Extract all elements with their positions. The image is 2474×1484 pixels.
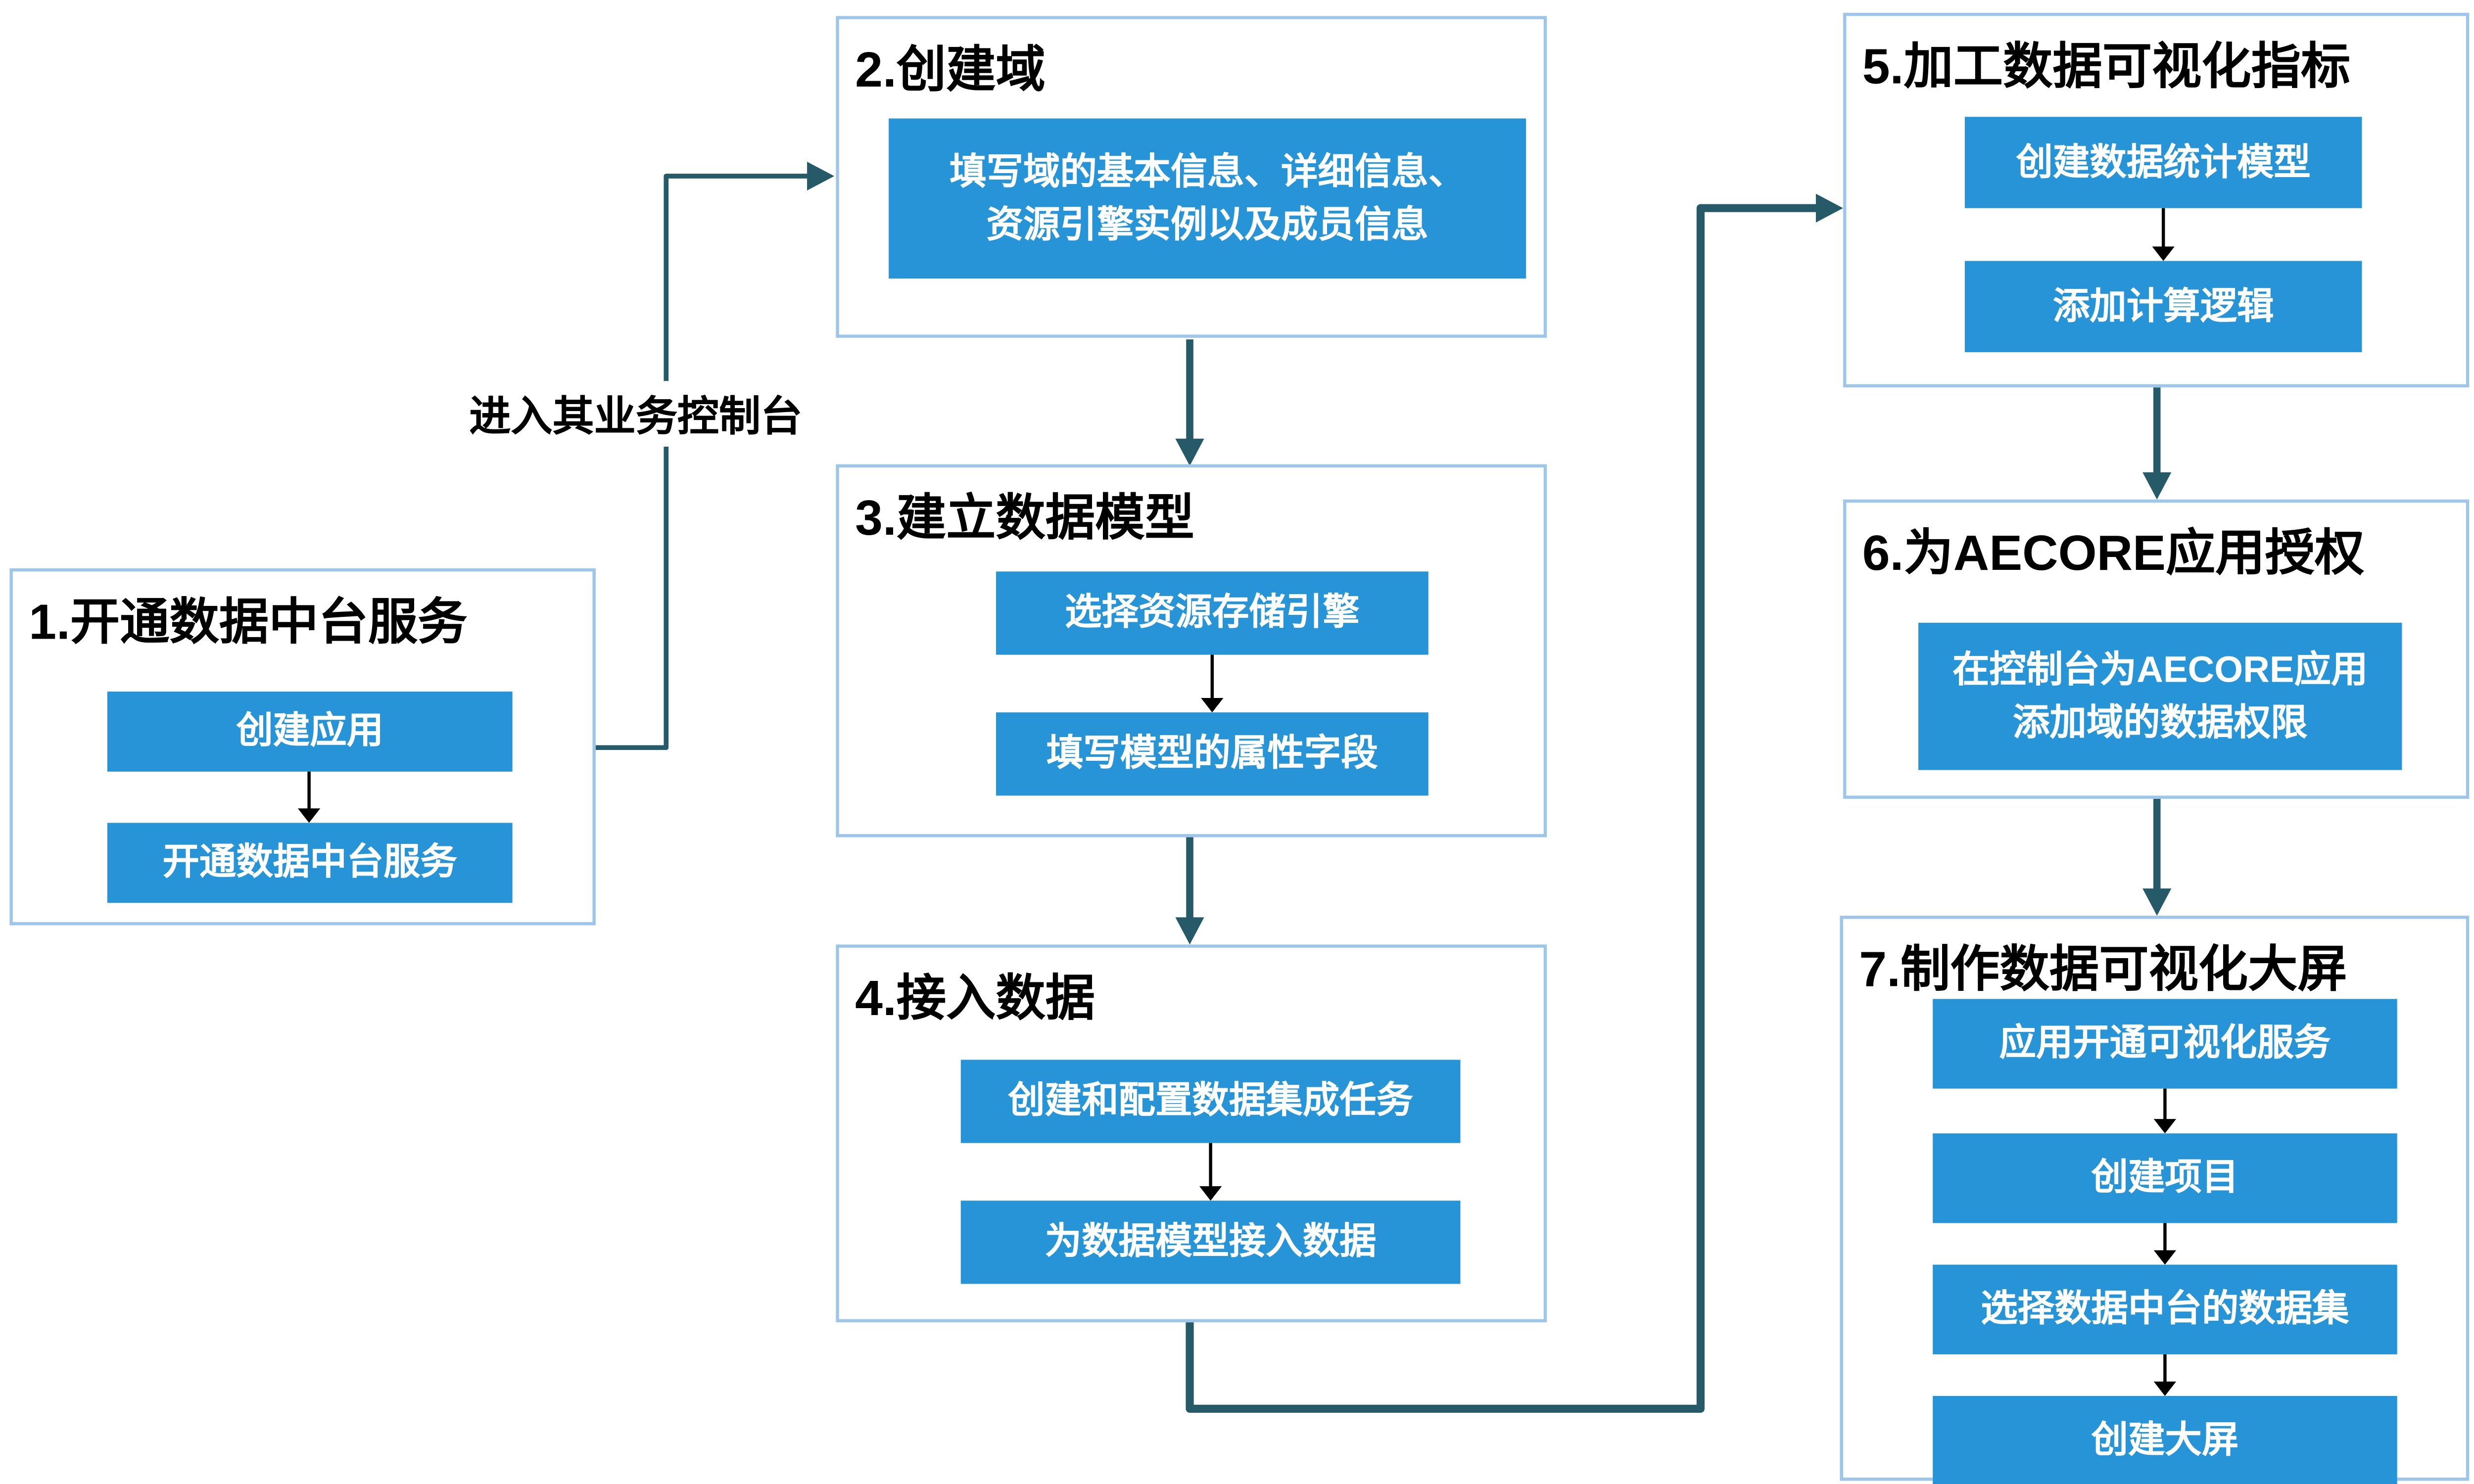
arrowhead-6-to-7-icon xyxy=(2142,888,2172,916)
group-7-title: 7.制作数据可视化大屏 xyxy=(1859,941,2347,998)
arrow-head xyxy=(2153,1250,2177,1265)
step-fill-model-fields: 填写模型的属性字段 xyxy=(996,712,1428,796)
arrow-shaft xyxy=(2161,208,2165,248)
step-create-application: 创建应用 xyxy=(107,692,513,772)
arrow-head xyxy=(2153,1381,2177,1396)
step-connect-data-to-model: 为数据模型接入数据 xyxy=(960,1201,1461,1284)
group-2-create-domain: 2.创建域 填写域的基本信息、详细信息、 资源引擎实例以及成员信息 xyxy=(836,16,1547,338)
step-select-dataset: 选择数据中台的数据集 xyxy=(1933,1264,2397,1354)
step-select-storage-engine: 选择资源存储引擎 xyxy=(996,571,1428,655)
arrow-down-icon xyxy=(1201,654,1224,713)
step-create-project: 创建项目 xyxy=(1933,1133,2397,1223)
arrowhead-1-to-2-icon xyxy=(807,161,835,191)
connector-label: 进入其业务控制台 xyxy=(453,381,818,447)
arrow-head xyxy=(2153,1119,2177,1134)
step-activate-visualization-service: 应用开通可视化服务 xyxy=(1933,999,2397,1089)
step-grant-domain-permission: 在控制台为AECORE应用 添加域的数据权限 xyxy=(1918,622,2402,770)
step-create-integration-task: 创建和配置数据集成任务 xyxy=(960,1060,1461,1143)
group-5-process-visualization-metrics: 5.加工数据可视化指标 创建数据统计模型 添加计算逻辑 xyxy=(1843,12,2470,388)
arrow-shaft xyxy=(2163,1223,2167,1252)
arrow-shaft xyxy=(2163,1354,2167,1384)
group-7-build-visualization-dashboard: 7.制作数据可视化大屏 应用开通可视化服务 创建项目 选择数据中台的数据集 创建… xyxy=(1840,916,2470,1484)
arrow-head xyxy=(297,808,321,823)
step-add-calculation-logic: 添加计算逻辑 xyxy=(1964,261,2362,352)
group-6-authorize-aecore-app: 6.为AECORE应用授权 在控制台为AECORE应用 添加域的数据权限 xyxy=(1843,499,2470,799)
arrow-shaft xyxy=(1209,1143,1212,1188)
group-4-title: 4.接入数据 xyxy=(855,970,1095,1026)
group-3-title: 3.建立数据模型 xyxy=(855,490,1194,546)
arrow-down-icon xyxy=(297,771,321,823)
group-1-title: 1.开通数据中台服务 xyxy=(29,594,468,650)
arrow-down-icon xyxy=(2153,1354,2177,1396)
connector-4-to-5 xyxy=(1186,204,1819,1413)
arrow-down-icon xyxy=(1199,1143,1222,1201)
connector-1-to-2 xyxy=(595,174,810,750)
group-1-activate-data-platform: 1.开通数据中台服务 创建应用 开通数据中台服务 xyxy=(9,568,596,926)
arrowhead-5-to-6-icon xyxy=(2142,472,2172,500)
arrow-down-icon xyxy=(2152,208,2175,261)
arrow-head xyxy=(1199,1186,1222,1201)
step-create-dashboard: 创建大屏 xyxy=(1933,1396,2397,1484)
arrow-head xyxy=(2152,246,2175,261)
arrow-shaft xyxy=(2163,1088,2167,1121)
arrow-head xyxy=(1201,698,1224,713)
arrow-down-icon xyxy=(2153,1088,2177,1134)
group-5-title: 5.加工数据可视化指标 xyxy=(1862,38,2351,94)
group-6-title: 6.为AECORE应用授权 xyxy=(1862,525,2365,581)
group-4-connect-data: 4.接入数据 创建和配置数据集成任务 为数据模型接入数据 xyxy=(836,944,1547,1323)
arrowhead-3-to-4-icon xyxy=(1175,917,1204,945)
group-3-build-data-model: 3.建立数据模型 选择资源存储引擎 填写模型的属性字段 xyxy=(836,464,1547,837)
arrow-shaft xyxy=(307,771,311,810)
step-activate-data-platform: 开通数据中台服务 xyxy=(107,823,513,903)
arrow-down-icon xyxy=(2153,1223,2177,1265)
arrowhead-4-to-5-icon xyxy=(1815,193,1843,223)
step-fill-domain-info: 填写域的基本信息、详细信息、 资源引擎实例以及成员信息 xyxy=(889,118,1526,279)
arrow-shaft xyxy=(1210,654,1214,700)
group-2-title: 2.创建域 xyxy=(855,42,1046,98)
step-create-statistics-model: 创建数据统计模型 xyxy=(1964,117,2362,208)
arrowhead-2-to-3-icon xyxy=(1175,438,1204,466)
